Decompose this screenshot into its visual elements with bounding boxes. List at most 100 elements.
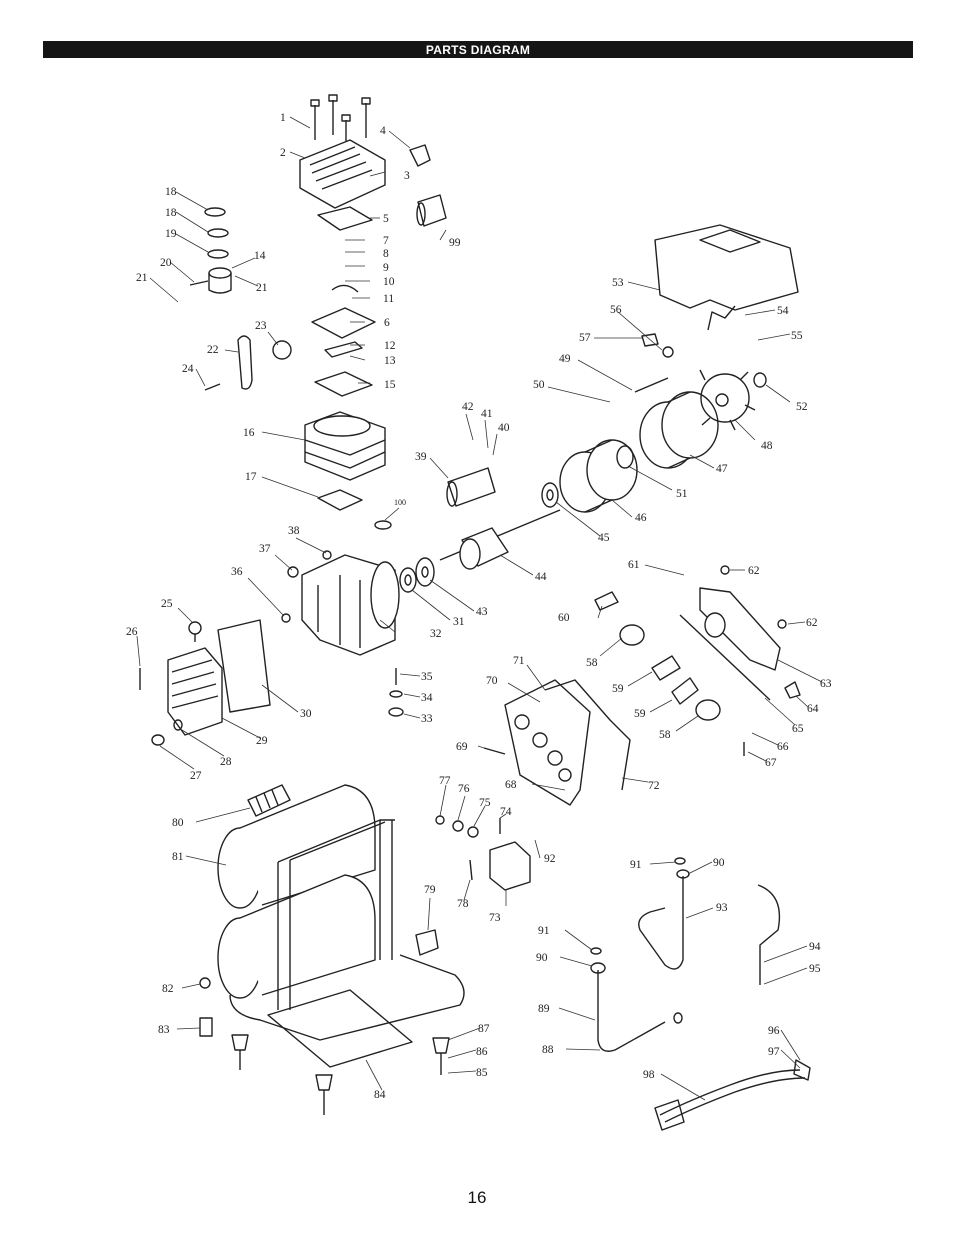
part-label: 95	[809, 963, 821, 975]
gasket-72	[544, 679, 631, 791]
part-number-labels: 1 2 3 4 5 6 7 8 9 10 11 12 13 14 15 16 1…	[126, 112, 832, 1101]
hose-94	[757, 884, 781, 985]
stator	[559, 439, 638, 513]
part-label: 90	[536, 952, 548, 964]
part-label: 80	[172, 817, 184, 829]
part-label: 34	[421, 692, 433, 704]
part-label: 72	[648, 780, 660, 792]
part-label: 49	[559, 353, 571, 365]
part-label: 38	[288, 525, 300, 537]
o-ring-51	[616, 445, 634, 469]
part-label: 43	[476, 606, 488, 618]
part-label: 69	[456, 741, 468, 753]
ring-91	[674, 857, 686, 865]
piston-ring	[207, 249, 229, 259]
part-label: 18	[165, 186, 177, 198]
part-label: 88	[542, 1044, 554, 1056]
part-label: 98	[643, 1069, 655, 1081]
plug-82	[199, 977, 211, 989]
part-label: 65	[792, 723, 804, 735]
part-label: 18	[165, 207, 177, 219]
plug-62	[720, 565, 730, 575]
washer-34	[389, 690, 403, 698]
part-label: 90	[713, 857, 725, 869]
screw-69	[483, 747, 506, 755]
piston	[189, 267, 232, 294]
part-label: 19	[165, 228, 177, 240]
part-label: 58	[586, 657, 598, 669]
fitting-38	[322, 550, 332, 560]
part-label: 58	[659, 729, 671, 741]
part-label: 21	[136, 272, 148, 284]
part-label: 63	[820, 678, 832, 690]
nut-90b	[590, 962, 606, 974]
part-label: 35	[421, 671, 433, 683]
part-label: 70	[486, 675, 498, 687]
rotor	[439, 509, 561, 570]
screw-78	[469, 859, 473, 881]
part-label: 78	[457, 898, 469, 910]
coupler-59b	[671, 677, 699, 705]
part-label: 12	[384, 340, 396, 352]
part-label: 92	[544, 853, 556, 865]
part-label: 1	[280, 112, 286, 124]
fitting-75	[467, 826, 479, 838]
leader-lines	[136, 116, 823, 1101]
part-label: 67	[765, 757, 777, 769]
part-label: 100	[394, 498, 406, 507]
part-label: 62	[806, 617, 818, 629]
valve-block	[167, 647, 223, 736]
gasket-17	[317, 489, 363, 511]
part-label: 44	[535, 571, 547, 583]
coupler-59	[651, 655, 681, 681]
gauge-58	[619, 624, 645, 646]
part-label: 27	[190, 770, 202, 782]
part-label: 4	[380, 125, 386, 137]
fitting-77	[435, 815, 445, 825]
part-label: 85	[476, 1067, 488, 1079]
piston-ring	[207, 228, 229, 238]
o-ring-52	[753, 372, 767, 388]
part-label: 71	[513, 655, 525, 667]
ring-91b	[590, 947, 602, 955]
part-label: 16	[243, 427, 255, 439]
part-label: 57	[579, 332, 591, 344]
part-label: 64	[807, 703, 819, 715]
part-label: 83	[158, 1024, 170, 1036]
part-label: 29	[256, 735, 268, 747]
part-label: 21	[256, 282, 268, 294]
part-label: 74	[500, 806, 512, 818]
part-label: 14	[254, 250, 266, 262]
part-label: 45	[598, 532, 610, 544]
fitting-56	[662, 346, 674, 358]
part-label: 93	[716, 902, 728, 914]
eccentric	[272, 340, 292, 360]
ring-11	[331, 284, 359, 293]
base-plate	[267, 989, 413, 1068]
cooling-fan	[699, 369, 756, 431]
part-label: 68	[505, 779, 517, 791]
part-label: 11	[383, 293, 394, 305]
manifold	[699, 587, 781, 671]
piston-ring	[204, 207, 226, 217]
discharge-tube	[597, 970, 666, 1052]
part-label: 59	[612, 683, 624, 695]
part-label: 82	[162, 983, 174, 995]
seal-28	[173, 719, 183, 731]
part-label: 87	[478, 1023, 490, 1035]
part-label: 55	[791, 330, 803, 342]
valve-83	[199, 1017, 213, 1037]
capacitor	[446, 467, 496, 507]
part-label: 31	[453, 616, 465, 628]
part-label: 25	[161, 598, 173, 610]
part-label: 6	[384, 317, 390, 329]
part-label: 61	[628, 559, 640, 571]
part-label: 32	[430, 628, 442, 640]
page-number: 16	[467, 1188, 487, 1207]
part-label: 37	[259, 543, 271, 555]
part-label: 91	[630, 859, 642, 871]
part-label: 42	[462, 401, 474, 413]
part-label: 75	[479, 797, 491, 809]
elbow-fitting	[409, 144, 431, 167]
